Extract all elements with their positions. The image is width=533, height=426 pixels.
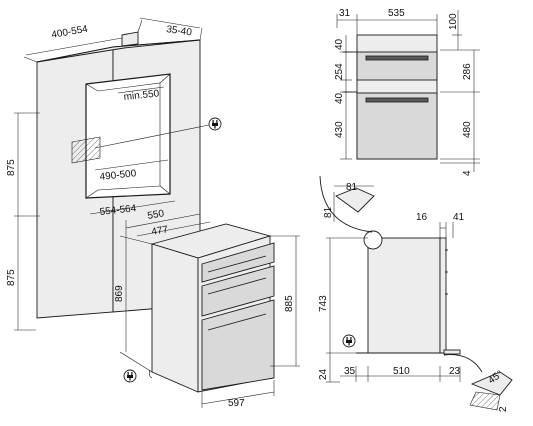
- socket-area: [71, 136, 101, 164]
- dim-h2: 254: [334, 63, 345, 80]
- dim-oven-height: 885: [284, 295, 295, 312]
- dim-h4: 430: [334, 121, 345, 138]
- dim-oven-width: 597: [228, 398, 245, 409]
- oven-side: [151, 243, 199, 393]
- column-top-slab: [121, 31, 139, 47]
- dim-min-depth: min.550: [123, 88, 160, 103]
- oven-lower-door: [201, 299, 275, 391]
- dim-oven-depth: 550: [147, 208, 166, 222]
- dim-oven-height-inner: 869: [114, 285, 125, 302]
- lower-door: [356, 92, 438, 160]
- dim-opening-width: 554-564: [99, 203, 137, 218]
- dim-opening-height: 490-500: [99, 168, 137, 183]
- dim-back: 35: [344, 366, 356, 377]
- side-oven-body: [367, 237, 441, 354]
- dim-lower-height: 875: [6, 269, 17, 286]
- dim-depth: 510: [393, 366, 410, 377]
- side-view: 81 81 45° 2 16 41 743 24: [318, 175, 513, 412]
- dim-front-width: 535: [388, 8, 405, 19]
- side-front-foot: [443, 349, 461, 355]
- oven-cable: [149, 369, 153, 379]
- dim-upper-height: 875: [6, 159, 17, 176]
- plug-icon: [342, 334, 356, 348]
- detail-bottom-hatch: [469, 391, 501, 411]
- dim-detail-h: 81: [323, 206, 334, 218]
- dim-h3: 40: [334, 92, 345, 104]
- niche-inner: [97, 82, 161, 191]
- dim-detail-w: 81: [346, 182, 358, 193]
- dim-h1: 40: [334, 38, 345, 50]
- detail-leader-bottom: [443, 354, 483, 373]
- dim-r1: 286: [462, 63, 473, 80]
- dim-r3: 4: [462, 170, 473, 176]
- detail-top-shape: [335, 187, 375, 213]
- upper-handle: [365, 55, 429, 61]
- lower-handle: [365, 97, 429, 103]
- dim-top: 100: [448, 13, 459, 30]
- dim-base: 24: [318, 368, 329, 380]
- dim-depth-range: 35-40: [166, 24, 193, 39]
- front-view: 31 535 100 40 254 40 430 286 480 4: [334, 8, 480, 176]
- oven-upper-door: [201, 242, 275, 283]
- dim-front: 41: [453, 212, 465, 223]
- column-dimension-lines: [14, 17, 203, 331]
- dim-side-height: 743: [318, 295, 329, 312]
- dim-door: 16: [416, 212, 428, 223]
- dim-r2: 480: [462, 121, 473, 138]
- dim-front-gap: 23: [449, 366, 461, 377]
- plug-icon: [208, 117, 222, 131]
- dim-width-range: 400-554: [51, 24, 89, 41]
- detail-bottom-shape: [470, 371, 513, 396]
- plug-leader: [94, 124, 210, 149]
- dim-left-offset: 31: [339, 8, 351, 19]
- side-door-profile: [439, 237, 447, 354]
- oven-middle-door: [201, 265, 275, 317]
- oven-iso-view: 550 477 869 885 597: [114, 208, 300, 409]
- dim-oven-inner-depth: 477: [151, 224, 170, 238]
- detail-marker-top: [363, 230, 383, 250]
- plug-icon: [123, 369, 137, 383]
- dim-tilt: 2: [498, 406, 509, 412]
